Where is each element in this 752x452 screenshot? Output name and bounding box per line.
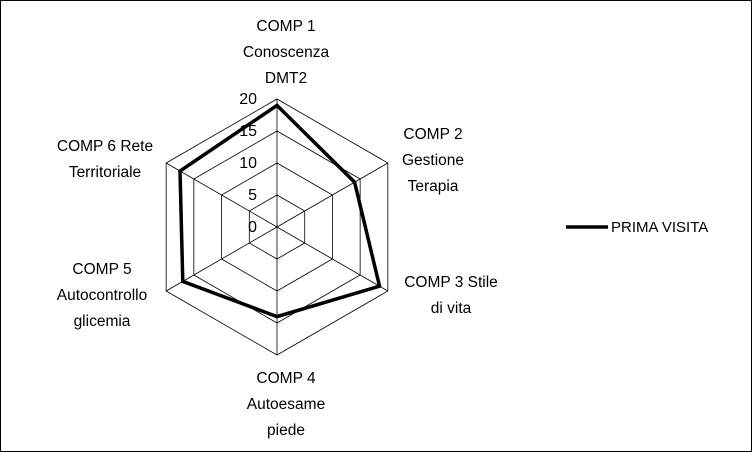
category-label-line: piede bbox=[267, 422, 305, 439]
category-label-line: COMP 1 bbox=[256, 18, 315, 35]
spoke-3 bbox=[276, 226, 389, 292]
category-label-line: DMT2 bbox=[265, 70, 307, 87]
spoke-2 bbox=[276, 162, 389, 228]
category-label-line: Territoriale bbox=[69, 164, 141, 181]
category-label-4: COMP 4 Autoesame piede bbox=[247, 370, 325, 439]
category-label-line: COMP 4 bbox=[256, 370, 316, 387]
category-label-5: COMP 5 Autocontrollo glicemia bbox=[57, 261, 147, 330]
tick-label-20: 20 bbox=[239, 91, 257, 108]
legend-label-prima-visita: PRIMA VISITA bbox=[611, 219, 708, 236]
category-label-3: COMP 3 Stile di vita bbox=[404, 274, 498, 317]
tick-label-0: 0 bbox=[248, 219, 257, 236]
category-label-line: Terapia bbox=[408, 178, 459, 195]
category-label-line: di vita bbox=[431, 300, 472, 317]
legend: PRIMA VISITA bbox=[566, 219, 708, 236]
category-label-line: Autocontrollo bbox=[57, 287, 147, 304]
category-label-line: Gestione bbox=[402, 152, 464, 169]
category-label-line: COMP 2 bbox=[403, 126, 462, 143]
category-label-line: COMP 5 bbox=[72, 261, 131, 278]
category-label-line: Autoesame bbox=[247, 396, 325, 413]
spoke-6 bbox=[165, 162, 278, 228]
category-label-line: COMP 3 Stile bbox=[404, 274, 498, 291]
category-label-line: COMP 6 Rete bbox=[57, 138, 153, 155]
category-label-line: Conoscenza bbox=[243, 44, 330, 61]
radar-grid bbox=[165, 98, 389, 356]
tick-label-5: 5 bbox=[248, 187, 257, 204]
category-label-line: glicemia bbox=[74, 313, 131, 330]
tick-label-15: 15 bbox=[239, 123, 257, 140]
series-layer bbox=[178, 103, 382, 319]
tick-label-10: 10 bbox=[239, 155, 257, 172]
tick-labels: 0 5 10 15 20 bbox=[239, 91, 257, 236]
series-line-1 bbox=[178, 103, 382, 319]
